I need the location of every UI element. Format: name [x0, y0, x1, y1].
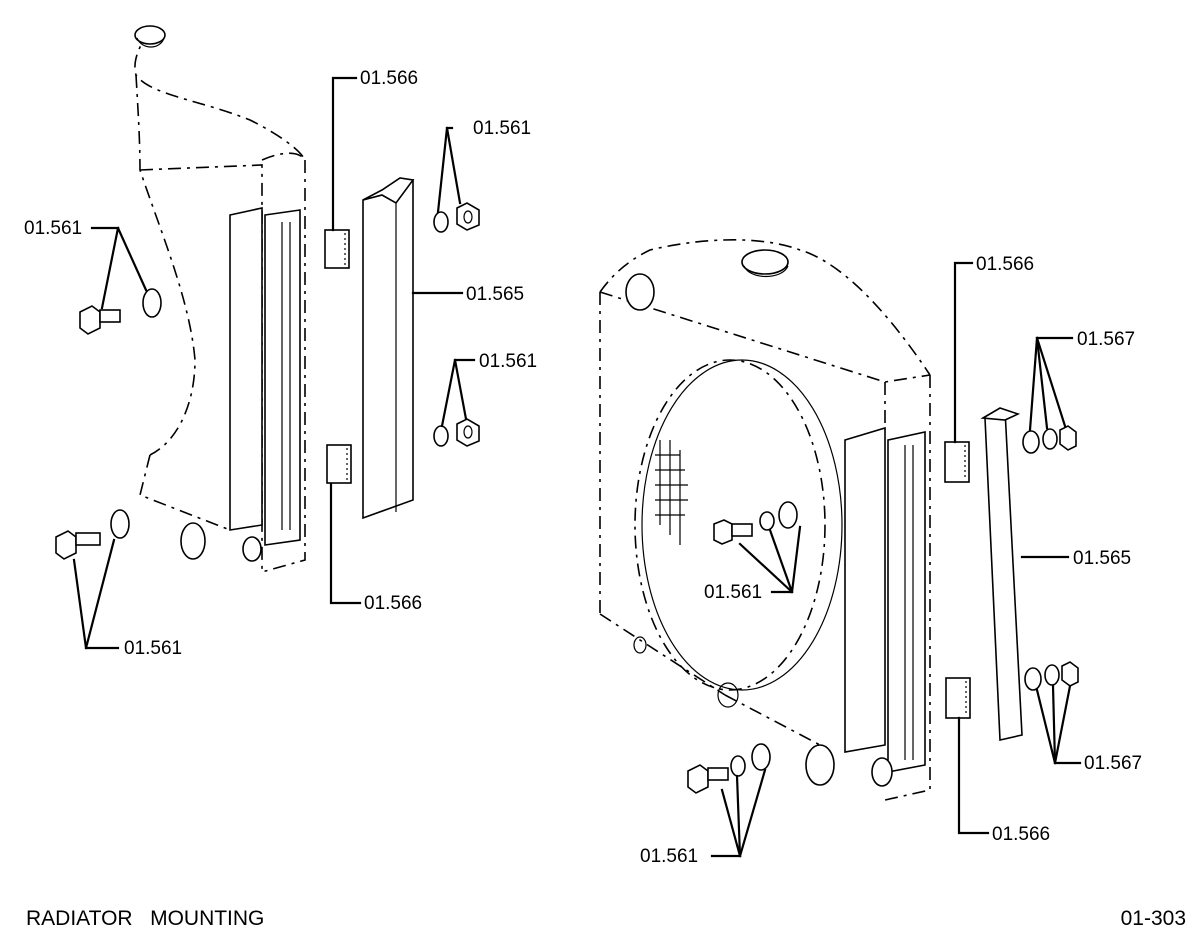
left-leader-lines: [72, 76, 476, 650]
right-leader-lines: [710, 261, 1082, 858]
left-strip-top: [324, 229, 350, 269]
left-channel-bracket: [362, 177, 415, 520]
label-left-strip-top: 01.566: [360, 68, 418, 89]
label-left-bolt-lower: 01.561: [124, 638, 182, 659]
diagram-title: RADIATOR MOUNTING: [26, 907, 264, 930]
left-lower-bolt: [55, 509, 130, 560]
right-channel-bracket: [980, 407, 1023, 741]
label-left-strip-bottom: 01.566: [364, 593, 422, 614]
page-reference: 01-303: [1121, 907, 1186, 930]
left-top-nut-washer: [433, 202, 480, 233]
right-strip-bottom: [945, 677, 971, 719]
right-center-bolt: [713, 501, 798, 545]
label-right-bolt-lower: 01.561: [640, 846, 698, 867]
left-mid-nut-washer: [433, 418, 480, 447]
right-strip-top: [944, 441, 970, 483]
label-left-nut-mid: 01.561: [479, 351, 537, 372]
right-lower-bolt: [687, 743, 771, 794]
label-left-bolt-upper: 01.561: [24, 218, 82, 239]
label-right-nut-bottom: 01.567: [1084, 753, 1142, 774]
right-top-nuts-washers: [1022, 425, 1077, 454]
left-strip-bottom: [326, 444, 352, 484]
label-right-nut-top: 01.567: [1077, 329, 1135, 350]
right-radiator-assembly: [599, 239, 931, 801]
label-right-center-bolt: 01.561: [704, 582, 762, 603]
label-right-channel: 01.565: [1073, 548, 1131, 569]
right-bottom-nuts-washers: [1024, 661, 1079, 691]
left-radiator-assembly: [134, 25, 306, 573]
label-right-strip-bottom: 01.566: [992, 824, 1050, 845]
label-left-nut-top: 01.561: [473, 118, 531, 139]
left-upper-bolt: [79, 288, 162, 335]
label-left-channel: 01.565: [466, 284, 524, 305]
label-right-strip-top: 01.566: [976, 254, 1034, 275]
